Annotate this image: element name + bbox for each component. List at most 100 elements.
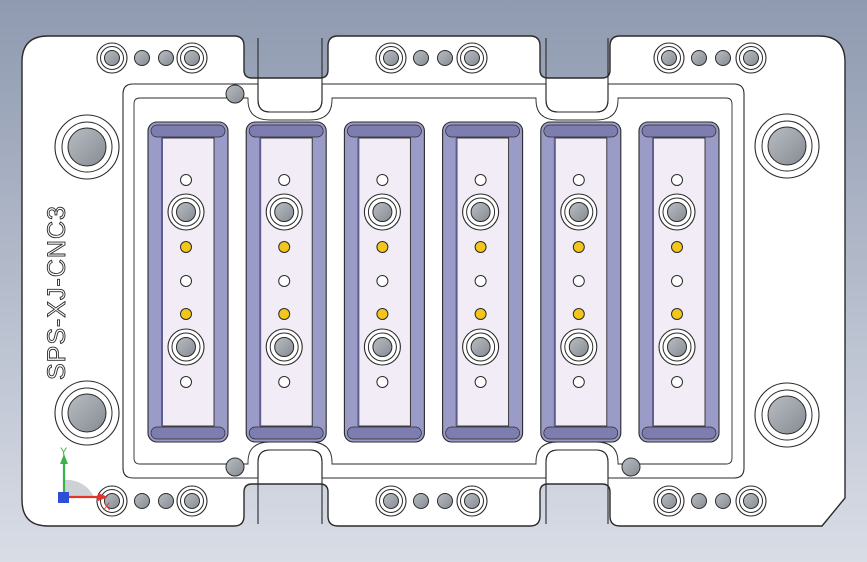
counterbore-ring <box>466 197 496 227</box>
edge-counterbore-ring <box>657 489 681 513</box>
counterbore-ring <box>269 332 299 362</box>
counterbore-bore <box>667 202 687 222</box>
slot-chamfer-top <box>248 124 324 138</box>
small-hole <box>278 376 291 388</box>
fixture-slots <box>147 121 720 443</box>
counterbore-bore <box>667 337 687 357</box>
edge-counterbore-bore <box>743 50 759 66</box>
locating-pin <box>180 241 192 253</box>
edge-counterbore-ring <box>100 46 124 70</box>
counterbore-bore <box>176 202 196 222</box>
slot-chamfer-bottom <box>248 426 324 440</box>
counterbore-ring <box>367 197 397 227</box>
small-hole <box>376 376 389 388</box>
locating-pin <box>278 308 291 320</box>
slot-chamfer-bottom <box>641 426 717 440</box>
counterbore-hole[interactable] <box>363 193 401 231</box>
counterbore-ring <box>171 332 201 362</box>
edge-small-hole <box>437 493 453 509</box>
edge-small-hole <box>437 50 453 66</box>
small-hole <box>572 275 585 287</box>
fixture-slot[interactable] <box>540 121 622 443</box>
fixture-slot[interactable] <box>147 121 229 443</box>
small-hole <box>278 174 291 186</box>
locating-pin <box>671 241 683 253</box>
edge-counterbore-ring <box>739 489 763 513</box>
edge-counterbore-ring <box>180 46 204 70</box>
triad-y-label: Y <box>60 446 68 458</box>
small-hole <box>671 376 683 388</box>
corner-hole-top-left[interactable] <box>54 114 120 180</box>
fixture-slot[interactable] <box>343 121 425 443</box>
slot-chamfer-top <box>347 124 422 138</box>
counterbore-ring <box>662 332 692 362</box>
counterbore-bore <box>274 202 295 222</box>
corner-hole-bottom-right[interactable] <box>754 382 820 448</box>
edge-counterbore-ring <box>379 489 403 513</box>
counterbore-bore <box>176 337 196 357</box>
edge-counterbore-ring <box>657 46 681 70</box>
counterbore-hole[interactable] <box>658 328 696 366</box>
fixture-slot[interactable] <box>245 121 327 443</box>
edge-hole-group[interactable] <box>96 42 208 74</box>
small-hole <box>474 275 487 287</box>
counterbore-hole[interactable] <box>560 193 598 231</box>
fixture-slot[interactable] <box>442 121 524 443</box>
counterbore-bore <box>274 337 295 357</box>
counterbore-ring <box>564 332 594 362</box>
dowel-hole-bottom-right <box>621 457 641 477</box>
engraved-part-label: SPS-XJ-CNC3 <box>43 205 71 380</box>
edge-counterbore-ring <box>460 46 484 70</box>
counterbore-ring <box>466 332 496 362</box>
edge-small-hole <box>158 50 174 66</box>
edge-small-hole <box>413 50 429 66</box>
edge-counterbore-bore <box>104 50 120 66</box>
small-hole <box>180 275 192 287</box>
corner-hole-bottom-left[interactable] <box>54 380 120 446</box>
counterbore-hole[interactable] <box>560 328 598 366</box>
edge-hole-group[interactable] <box>96 485 208 517</box>
counterbore-hole[interactable] <box>265 193 303 231</box>
edge-small-hole <box>158 493 174 509</box>
edge-counterbore-bore <box>464 50 480 66</box>
edge-counterbore-bore <box>104 493 120 509</box>
edge-hole-group[interactable] <box>375 485 488 517</box>
edge-small-hole <box>715 493 731 509</box>
counterbore-bore <box>568 337 589 357</box>
slot-chamfer-top <box>150 124 226 138</box>
small-hole <box>474 376 487 388</box>
counterbore-hole[interactable] <box>462 328 500 366</box>
counterbore-hole[interactable] <box>363 328 401 366</box>
slot-chamfer-bottom <box>543 426 619 440</box>
counterbore-ring <box>367 332 397 362</box>
edge-hole-group[interactable] <box>653 42 767 74</box>
counterbore-bore <box>470 337 491 357</box>
counterbore-hole[interactable] <box>462 193 500 231</box>
edge-hole-group[interactable] <box>653 485 767 517</box>
small-hole <box>474 174 487 186</box>
counterbore-bore <box>470 202 491 222</box>
small-hole <box>376 174 389 186</box>
fixture-plate[interactable] <box>21 35 846 527</box>
fixture-slot[interactable] <box>638 121 720 443</box>
counterbore-hole[interactable] <box>265 328 303 366</box>
counterbore-hole[interactable] <box>167 193 205 231</box>
locating-pin <box>278 241 291 253</box>
small-hole <box>671 174 683 186</box>
edge-hole-group[interactable] <box>375 42 488 74</box>
counterbore-hole[interactable] <box>658 193 696 231</box>
slot-chamfer-bottom <box>150 426 226 440</box>
small-hole <box>572 376 585 388</box>
locating-pin <box>572 308 585 320</box>
edge-small-hole <box>691 493 707 509</box>
corner-hole-top-right[interactable] <box>754 113 820 179</box>
edge-counterbore-bore <box>184 50 200 66</box>
edge-counterbore-bore <box>743 493 759 509</box>
edge-small-hole <box>134 493 150 509</box>
small-hole <box>180 376 192 388</box>
counterbore-hole[interactable] <box>167 328 205 366</box>
locating-pin <box>376 241 389 253</box>
counterbore-bore <box>372 337 393 357</box>
